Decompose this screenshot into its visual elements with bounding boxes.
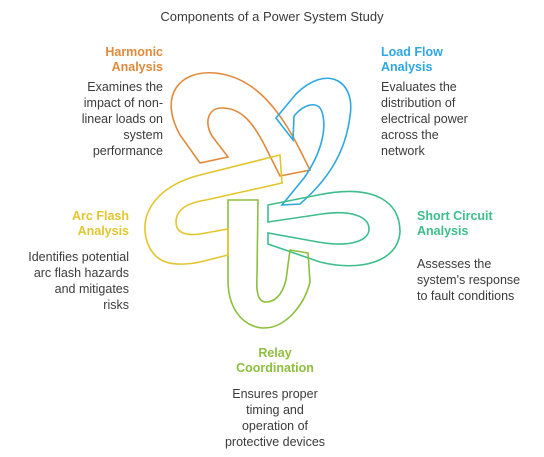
arc-flash-desc-line: and mitigates xyxy=(54,282,129,296)
relay-desc-line: operation of xyxy=(241,419,309,433)
load-flow-desc-line: distribution of xyxy=(381,96,456,110)
arc-flash-desc-line: risks xyxy=(103,298,129,312)
short-circuit-description: Assesses the system's response to fault … xyxy=(417,256,539,304)
relay-desc-line: Ensures proper xyxy=(232,387,318,401)
diagram-title: Components of a Power System Study xyxy=(160,9,384,24)
short-circuit-desc-line: system's response xyxy=(417,273,521,287)
relay-desc-line: protective devices xyxy=(224,435,326,449)
arc-flash-desc-line: Identifies potential xyxy=(28,250,129,264)
short-circuit-heading: Short Circuit Analysis xyxy=(417,209,539,239)
arc-flash-heading-line1: Arc Flash xyxy=(72,209,129,223)
harmonic-desc-line: system xyxy=(123,128,163,142)
load-flow-desc-line: network xyxy=(381,144,425,158)
harmonic-description: Examines the impact of non- linear loads… xyxy=(48,79,163,159)
relay-heading: Relay Coordination xyxy=(205,346,345,376)
short-circuit-block: Short Circuit Analysis Assesses the syst… xyxy=(417,209,539,304)
harmonic-loop xyxy=(170,72,312,177)
load-flow-desc-line: electrical power xyxy=(381,112,468,126)
relay-desc-line: timing and xyxy=(246,403,304,417)
load-flow-desc-line: across the xyxy=(381,128,439,142)
arc-flash-heading: Arc Flash Analysis xyxy=(8,209,129,239)
relay-heading-line1: Relay xyxy=(258,346,292,360)
short-circuit-loop xyxy=(267,190,401,267)
harmonic-desc-line: Examines the xyxy=(87,80,163,94)
relay-description: Ensures proper timing and operation of p… xyxy=(205,386,345,450)
load-flow-description: Evaluates the distribution of electrical… xyxy=(381,79,501,159)
harmonic-heading-line2: Analysis xyxy=(111,60,163,74)
relay-loop xyxy=(227,199,311,329)
load-flow-heading: Load Flow Analysis xyxy=(381,45,501,75)
harmonic-desc-line: impact of non- xyxy=(83,96,163,110)
short-circuit-desc-line: to fault conditions xyxy=(417,289,515,303)
short-circuit-heading-line2: Analysis xyxy=(417,224,469,238)
harmonic-desc-line: performance xyxy=(92,144,163,158)
load-flow-block: Load Flow Analysis Evaluates the distrib… xyxy=(381,45,501,159)
relay-heading-line2: Coordination xyxy=(236,361,314,375)
short-circuit-desc-line: Assesses the xyxy=(417,257,492,271)
arc-flash-loop xyxy=(144,153,283,265)
arc-flash-block: Arc Flash Analysis Identifies potential … xyxy=(8,209,129,313)
harmonic-desc-line: linear loads on xyxy=(81,112,163,126)
short-circuit-heading-line1: Short Circuit xyxy=(417,209,493,223)
harmonic-block: Harmonic Analysis Examines the impact of… xyxy=(48,45,163,159)
harmonic-heading: Harmonic Analysis xyxy=(48,45,163,75)
harmonic-heading-line1: Harmonic xyxy=(105,45,163,59)
arc-flash-desc-line: arc flash hazards xyxy=(33,266,129,280)
load-flow-loop xyxy=(274,77,352,206)
arc-flash-description: Identifies potential arc flash hazards a… xyxy=(8,249,129,313)
load-flow-heading-line1: Load Flow xyxy=(381,45,443,59)
arc-flash-heading-line2: Analysis xyxy=(77,224,129,238)
load-flow-desc-line: Evaluates the xyxy=(381,80,457,94)
relay-block: Relay Coordination Ensures proper timing… xyxy=(205,346,345,450)
load-flow-heading-line2: Analysis xyxy=(381,60,433,74)
